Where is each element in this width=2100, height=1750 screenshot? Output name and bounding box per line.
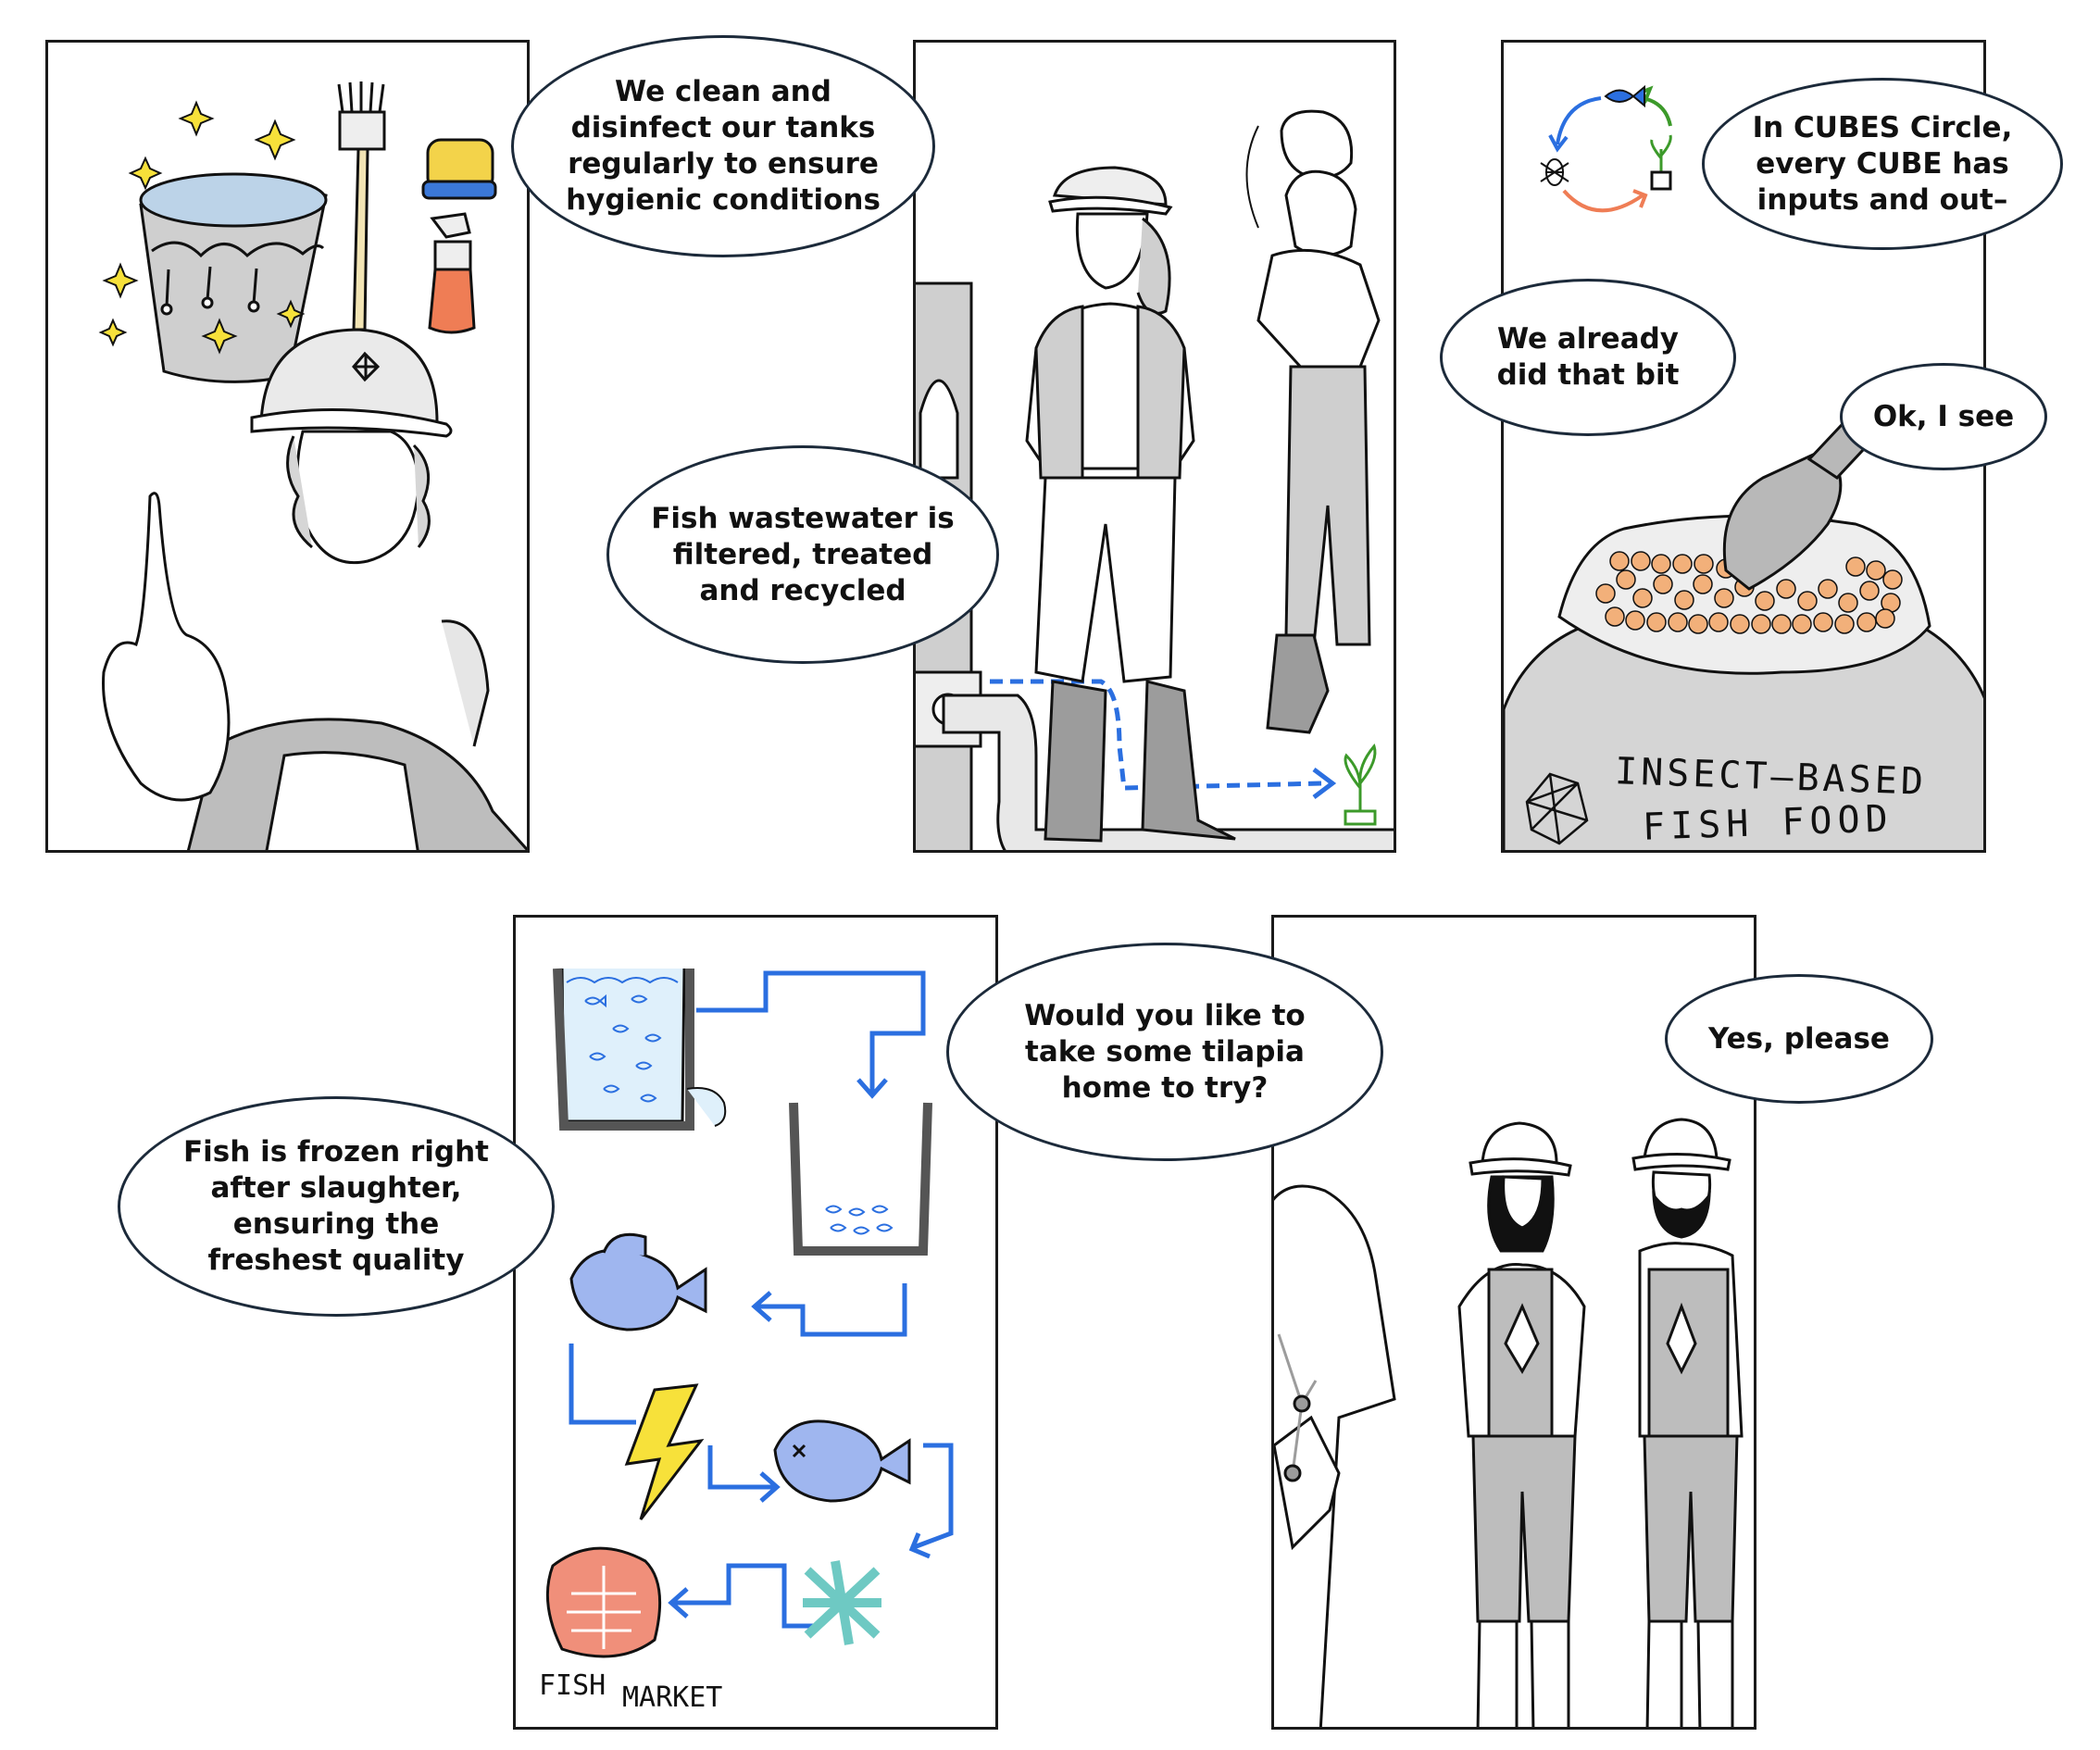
speech-bubble-text: Fish is frozen right after slaughter, en… [183,1135,489,1277]
panel-1-illustration [98,81,527,850]
spray-bottle-icon [428,212,476,334]
panel-3-illustration [1504,84,1983,850]
fish-icon [1604,84,1645,108]
speech-bubble-text: We clean and disinfect our tanks regular… [566,75,881,217]
worker-figure [186,328,527,850]
bucket-fish [825,1205,894,1235]
panel-2-illustration [916,109,1394,850]
visitor-man-figure [1631,1118,1744,1727]
panel-5-illustration [1274,1118,1744,1727]
salmon-fillet-icon [545,1546,662,1658]
lightning-bolt-icon [624,1383,705,1520]
observer-figure [1256,109,1381,734]
visitor-woman-figure [1457,1121,1586,1727]
label-fish: FISH [539,1669,606,1702]
sponge-icon [421,138,497,200]
panel-4-illustration [545,968,954,1658]
speech-bubble-ok: Ok, I see [1840,363,2047,470]
fish-icon [569,1232,707,1331]
fish-tank-icon [553,968,694,1131]
speech-bubble-text: Ok, I see [1872,399,2015,433]
dead-fish-icon [773,1419,911,1503]
speech-bubble-text: Yes, please [1708,1021,1890,1056]
scrub-brush-icon [337,81,386,331]
sack-label-line2: FISH FOOD [1642,797,1894,849]
cycle-diagram [1548,85,1672,213]
speech-bubble-text: Would you like to take some tilapia home… [1024,998,1306,1105]
flow-arrow [990,679,1324,791]
arrow-head-icon [1312,768,1337,799]
panel-4-freezing: FISH MARKET [513,915,998,1730]
flow-arrows [569,970,954,1629]
sparkle-icons [98,100,306,355]
speech-bubble-text: We already did that bit [1496,322,1680,392]
bucket-icon [789,1102,932,1256]
pellets [1595,551,1903,634]
water-spout [686,1087,727,1127]
label-market: MARKET [622,1681,723,1714]
speech-bubble-yes: Yes, please [1665,974,1933,1104]
speech-bubble-text: In CUBES Circle, every CUBE has inputs a… [1752,110,2013,217]
host-figure [1274,1184,1396,1727]
motion-lines [1245,125,1259,229]
speech-bubble-cubes-circle: In CUBES Circle, every CUBE has inputs a… [1702,78,2063,250]
worker-figure [1025,166,1236,843]
logo-icon [1525,772,1589,845]
speech-bubble-tilapia: Would you like to take some tilapia home… [946,943,1383,1161]
speech-bubble-frozen: Fish is frozen right after slaughter, en… [118,1096,555,1317]
seedling-icon [1344,743,1377,826]
bucket-icon [139,172,328,383]
pipe-icon [942,694,1394,850]
speech-bubble-text: Fish wastewater is filtered, treated and… [651,501,955,607]
speech-bubble-already-did: We already did that bit [1440,279,1736,436]
panel-2-wastewater [913,40,1396,853]
panel-1-cleaning [45,40,530,853]
insect-icon [1540,158,1569,186]
pointing-hand-icon [102,492,231,802]
speech-bubble-wastewater: Fish wastewater is filtered, treated and… [606,445,999,664]
small-fish-icons [584,994,662,1103]
speech-bubble-cleaning: We clean and disinfect our tanks regular… [511,35,935,257]
plant-icon [1650,134,1672,191]
snowflake-icon [803,1560,881,1645]
